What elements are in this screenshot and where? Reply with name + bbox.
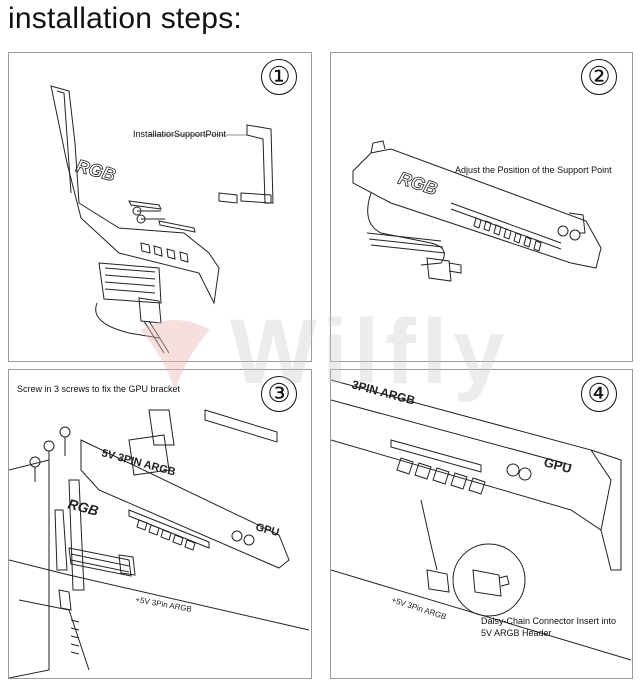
step-3-label: Screw in 3 screws to fix the GPU bracket: [17, 384, 181, 394]
step-3-drawing: RGB 5V 3PIN ARGB GPU +5V 3Pin ARGB: [9, 409, 310, 678]
step-3-panel: RGB 5V 3PIN ARGB GPU +5V 3Pin ARGB ③ Scr…: [8, 369, 312, 679]
step-2-label: Adjust the Position of the Support Point: [455, 165, 612, 175]
step-4-callout-line-2: 5V ARGB Header: [481, 628, 552, 638]
step-4-panel: 3PIN ARGB GPU +5V 3Pin ARGB ④ Daisy-Chai…: [330, 369, 633, 679]
step-3-gpu-text: GPU: [254, 521, 280, 539]
step-4-drawing: 3PIN ARGB GPU +5V 3Pin ARGB: [331, 377, 632, 661]
step-1-rgb-logo: RGB: [74, 156, 118, 186]
step-2-rgb-logo: RGB: [396, 168, 440, 199]
step-4-bracket-text: 3PIN ARGB: [350, 377, 417, 407]
step-2-panel: RGB ② Adjust the Position of the Support…: [330, 52, 633, 362]
step-1-drawing: RGB: [50, 85, 274, 354]
step-1-panel: RGB ① InstallatiorSupportPoint: [8, 52, 312, 362]
step-2-drawing: RGB: [352, 140, 602, 282]
step-4-gpu-text: GPU: [542, 454, 573, 476]
step-1-label: InstallatiorSupportPoint: [133, 129, 227, 139]
step-3-rgb-logo: RGB: [66, 495, 100, 519]
step-3-number: ③: [261, 376, 297, 412]
page-title: installation steps:: [8, 2, 242, 35]
step-4-header-text: +5V 3Pin ARGB: [390, 595, 447, 621]
step-4-number: ④: [581, 376, 617, 412]
step-1-number: ①: [261, 59, 297, 95]
step-4-callout-line-1: Daisy-Chain Connector Insert into: [481, 616, 617, 626]
step-3-header-text: +5V 3Pin ARGB: [135, 595, 193, 614]
step-2-number: ②: [581, 59, 617, 95]
